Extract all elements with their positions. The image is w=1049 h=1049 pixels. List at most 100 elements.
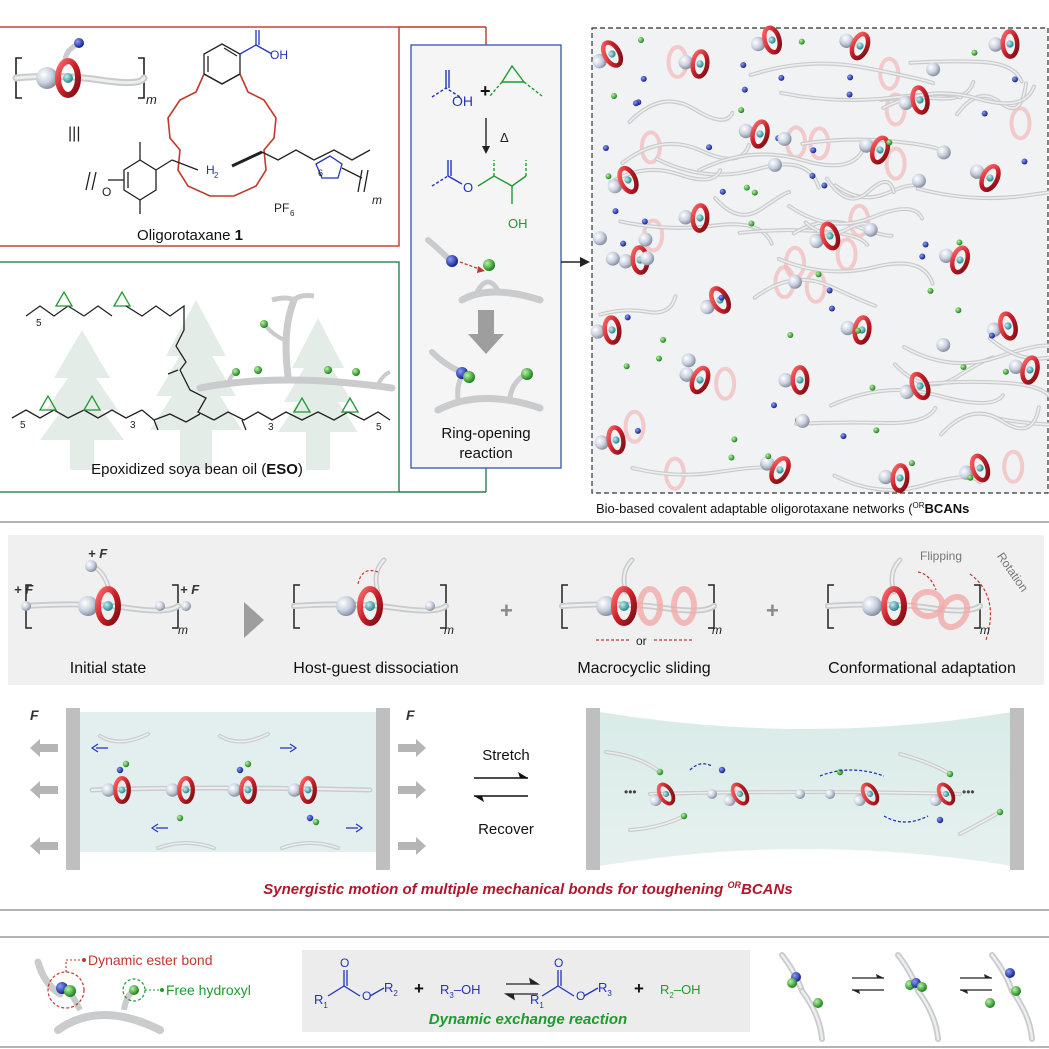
r1-right: R1 <box>530 992 544 1010</box>
chain-dots-right: ••• <box>962 785 975 799</box>
exchange-panel <box>302 950 750 1032</box>
green-atom <box>956 239 963 246</box>
reaction-scheme <box>431 64 543 204</box>
forest-background <box>40 300 358 470</box>
blue-atom <box>778 74 785 81</box>
polymer-strand-highlight <box>788 205 923 225</box>
pf6-label: PF <box>274 201 289 215</box>
faded-ring <box>1002 449 1025 484</box>
network-caption-bg <box>594 496 1048 520</box>
mechanism-unit <box>559 557 717 641</box>
faded-ring <box>804 269 827 304</box>
green-atom <box>743 184 750 191</box>
green-atom <box>176 814 184 822</box>
polymer-strand-highlight <box>281 842 339 849</box>
cooh-label: OH <box>270 48 288 62</box>
green-atom <box>967 474 974 481</box>
green-atom <box>748 220 755 227</box>
mech-m-1: m <box>178 623 188 637</box>
stopper-ball <box>825 789 835 799</box>
green-atom <box>836 768 844 776</box>
polymer-strand-highlight <box>896 953 920 993</box>
ammonium-h: H <box>206 163 215 177</box>
acid-oh: OH <box>452 93 473 109</box>
mech-label-dissociation: Host-guest dissociation <box>293 660 458 677</box>
network-rotaxane <box>700 286 732 315</box>
eso-sub3-left: 3 <box>130 420 136 431</box>
polymer-strand-highlight <box>631 466 769 476</box>
stopper-ball <box>638 232 653 247</box>
blue-atom <box>641 218 648 225</box>
polymer-strand-highlight <box>800 989 824 1041</box>
ester-o-right-link: O <box>576 989 585 1003</box>
blue-atom <box>634 427 641 434</box>
blue-atom <box>236 766 244 774</box>
stretch-cartoons <box>89 732 1004 850</box>
blue-atom <box>116 766 124 774</box>
green-atom <box>1002 368 1009 375</box>
stopper-ball <box>767 157 782 172</box>
blue-atom <box>981 110 988 117</box>
ester-o: O <box>463 180 473 195</box>
green-atom <box>728 454 735 461</box>
stopper-ball <box>795 413 810 428</box>
force-F-right: F <box>406 707 415 723</box>
motion-arrow <box>883 815 929 823</box>
r2-oh: R2–OH <box>660 982 701 1000</box>
stopper-ball <box>640 251 655 266</box>
ammonium-sub: 2 <box>214 171 219 180</box>
small-arrow <box>280 743 298 753</box>
green-atom <box>985 998 995 1008</box>
polymer-strand-highlight <box>997 417 1049 426</box>
chain-dots-left: ••• <box>624 785 637 799</box>
green-atom <box>927 287 934 294</box>
stopper-ball <box>911 173 926 188</box>
blue-atom <box>847 74 854 81</box>
polymer-strand-highlight <box>609 169 721 184</box>
mech-label-adaptation: Conformational adaptation <box>828 660 1016 677</box>
polymer-strand-highlight <box>24 603 180 612</box>
stopper-ball <box>605 251 620 266</box>
mech-plus-1: + <box>500 598 513 623</box>
green-atom <box>680 812 688 820</box>
force-arrow-left <box>30 739 58 757</box>
green-atom <box>244 760 252 768</box>
synergistic-caption: Synergistic motion of multiple mechanica… <box>263 880 792 898</box>
polymer-strand-highlight <box>219 733 269 743</box>
green-atom <box>955 307 962 314</box>
network-rotaxane <box>969 163 1001 193</box>
stopper-ball <box>863 222 878 237</box>
network-rotaxane <box>809 221 841 251</box>
green-atom <box>873 427 880 434</box>
ester-o-left-link: O <box>362 989 371 1003</box>
network-rotaxane <box>1008 355 1040 385</box>
polymer-strand-highlight <box>375 559 385 593</box>
eso-caption: Epoxidized soya bean oil (ESO) <box>91 461 303 478</box>
blue-atom <box>640 75 647 82</box>
green-atom <box>655 355 662 362</box>
blue-atom <box>821 182 828 189</box>
force-arrow-left <box>30 837 58 855</box>
blue-atom <box>719 188 726 195</box>
polymer-strand-highlight <box>599 295 677 316</box>
green-atom <box>751 189 758 196</box>
green-atom <box>798 38 805 45</box>
ester-cartoon <box>34 958 164 1034</box>
stretch-rotaxane <box>101 775 131 805</box>
small-arrow <box>150 823 168 833</box>
polymer-strand-highlight <box>655 158 820 189</box>
green-atom <box>855 327 862 334</box>
blue-atom <box>740 61 747 68</box>
stopper-ball <box>926 62 941 77</box>
polymer-strand-highlight <box>988 337 1049 360</box>
stopper-ball <box>777 131 792 146</box>
green-atom <box>908 460 915 467</box>
green-atom <box>946 770 954 778</box>
reaction-cartoon-before <box>425 237 544 304</box>
stopper-ball <box>936 145 951 160</box>
reaction-cartoon-after <box>429 349 544 414</box>
network-rotaxane <box>594 425 626 455</box>
network-rotaxane <box>898 85 930 115</box>
mech-m-4: m <box>980 623 990 637</box>
green-atom <box>605 173 612 180</box>
